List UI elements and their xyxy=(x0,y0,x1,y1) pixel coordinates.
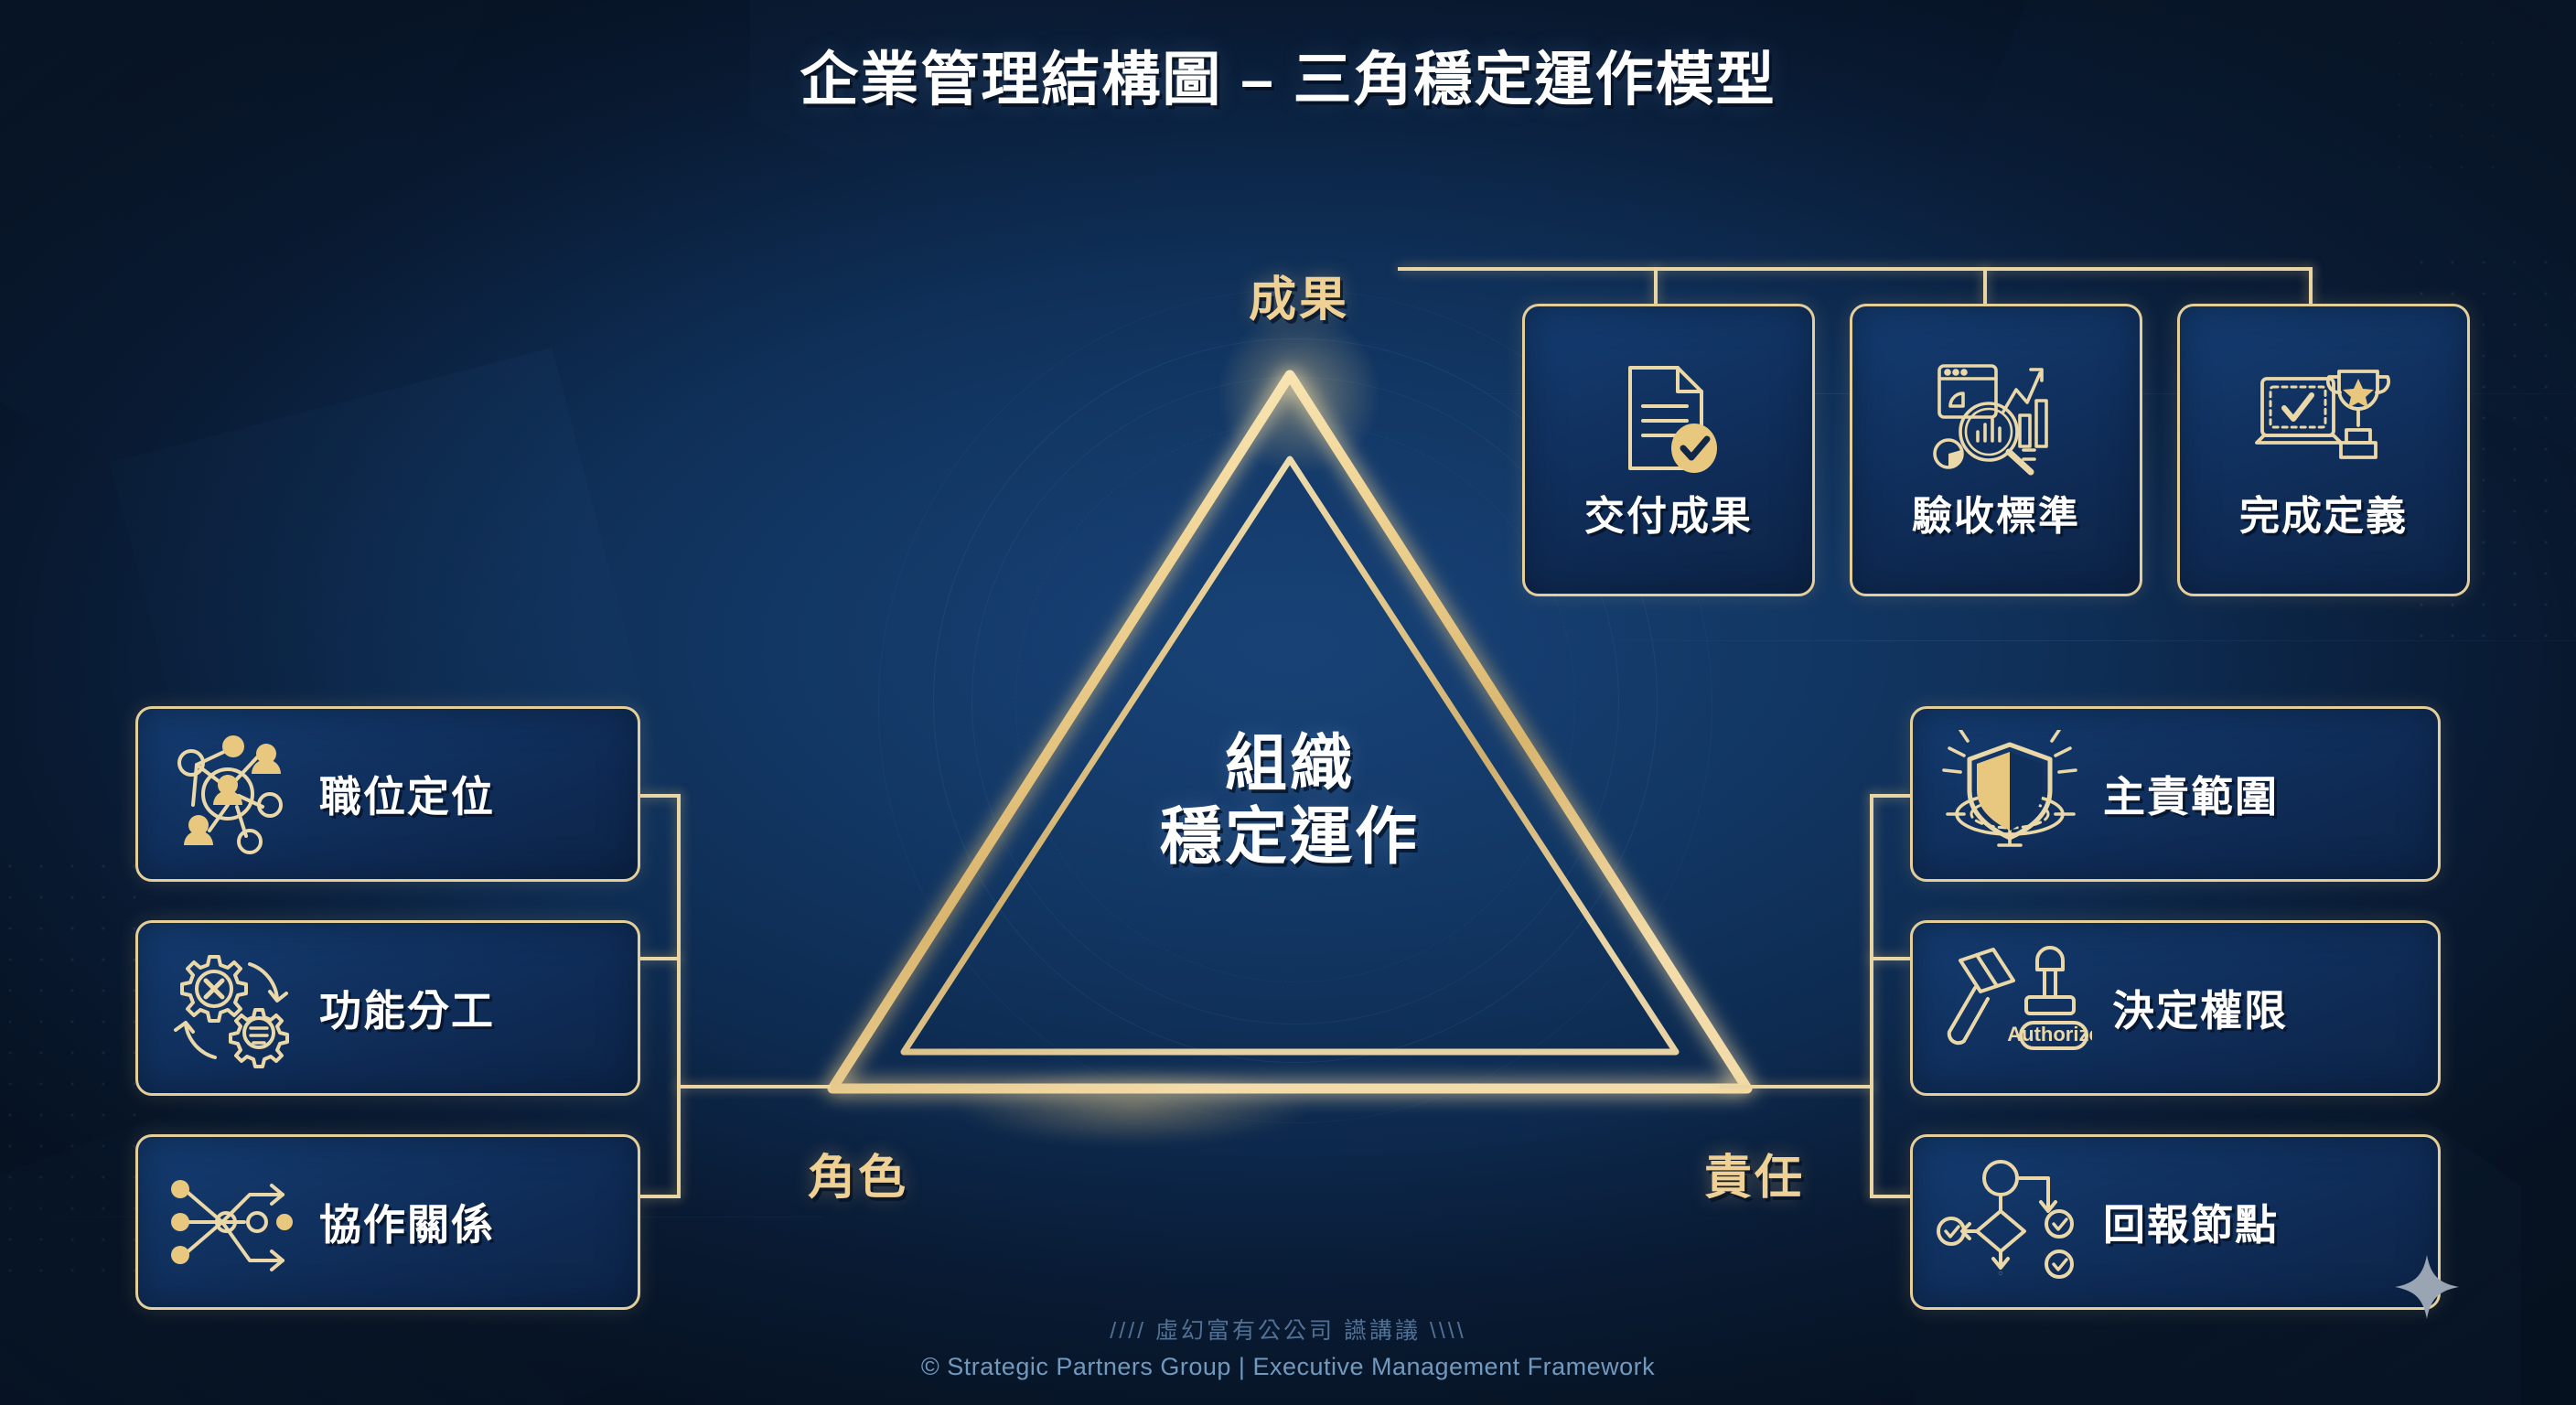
connector-outcome-drop-1 xyxy=(1654,267,1658,306)
card-label: 協作關係 xyxy=(319,1201,495,1249)
card-label: 驗收標準 xyxy=(1912,494,2080,539)
center-line-1: 組織 xyxy=(1224,729,1355,799)
laptop-trophy-icon xyxy=(2255,359,2392,477)
card-position-definition[interactable]: 職位定位 xyxy=(135,706,640,882)
people-network-icon xyxy=(162,730,299,858)
connector-role-trunk xyxy=(677,1085,831,1089)
connector-responsibility-stub-1 xyxy=(1870,794,1910,798)
card-delivery-outcome[interactable]: 交付成果 xyxy=(1522,304,1815,596)
card-function-division[interactable]: 功能分工 xyxy=(135,920,640,1096)
center-line-2: 穩定運作 xyxy=(1159,802,1420,873)
card-collaboration-relationship[interactable]: 協作關係 xyxy=(135,1134,640,1310)
shield-scope-icon xyxy=(1937,730,2083,858)
node-flow-icon xyxy=(162,1158,299,1286)
card-acceptance-criteria[interactable]: 驗收標準 xyxy=(1850,304,2142,596)
card-label: 功能分工 xyxy=(319,987,495,1035)
card-label: 主責範圍 xyxy=(2103,773,2279,820)
connector-responsibility-spine xyxy=(1870,794,1873,1196)
central-triangle xyxy=(805,357,1775,1116)
footer-watermark: //// 虛幻富有公公司 讌講議 \\\\ xyxy=(1110,1318,1466,1344)
sparkle-icon xyxy=(2393,1253,2461,1321)
card-label: 回報節點 xyxy=(2103,1201,2279,1249)
gavel-stamp-icon: Authorize xyxy=(1937,944,2092,1072)
flowchart-check-icon xyxy=(1937,1158,2083,1286)
connector-outcome-spine xyxy=(1398,267,2313,271)
footer: //// 虛幻富有公公司 讌講議 \\\\ © Strategic Partne… xyxy=(0,1313,2576,1381)
card-decision-authority[interactable]: Authorize 決定權限 xyxy=(1910,920,2441,1096)
connector-responsibility-trunk xyxy=(1720,1085,1873,1089)
connector-role-stub-1 xyxy=(640,794,681,798)
card-label: 完成定義 xyxy=(2239,494,2408,539)
connector-role-stub-3 xyxy=(640,1195,681,1198)
card-label: 決定權限 xyxy=(2112,987,2288,1035)
card-label: 職位定位 xyxy=(319,773,495,820)
footer-copyright: © Strategic Partners Group | Executive M… xyxy=(920,1353,1656,1380)
document-check-icon xyxy=(1614,359,1723,477)
connector-responsibility-stub-3 xyxy=(1870,1195,1910,1198)
connector-role-stub-2 xyxy=(640,957,681,960)
vertex-label-role: 角色 xyxy=(807,1152,908,1205)
card-primary-scope[interactable]: 主責範圍 xyxy=(1910,706,2441,882)
dashboard-magnifier-icon xyxy=(1932,359,2060,477)
connector-role-spine xyxy=(677,794,681,1196)
vertex-label-outcome: 成果 xyxy=(1248,273,1349,327)
connector-outcome-drop-3 xyxy=(2309,267,2313,306)
authorize-stamp-text: Authorize xyxy=(2007,1023,2092,1046)
connector-responsibility-stub-2 xyxy=(1870,957,1910,960)
triangle-base-glow xyxy=(876,1052,1389,1162)
page-title: 企業管理結構圖 – 三角穩定運作模型 xyxy=(800,47,1776,113)
triangle-center-text: 組織 穩定運作 xyxy=(997,727,1583,874)
gears-cycle-icon xyxy=(162,944,299,1072)
vertex-label-responsibility: 責任 xyxy=(1703,1152,1805,1205)
card-definition-of-done[interactable]: 完成定義 xyxy=(2177,304,2470,596)
connector-outcome-drop-2 xyxy=(1983,267,1987,306)
card-label: 交付成果 xyxy=(1584,494,1753,539)
card-reporting-node[interactable]: 回報節點 xyxy=(1910,1134,2441,1310)
